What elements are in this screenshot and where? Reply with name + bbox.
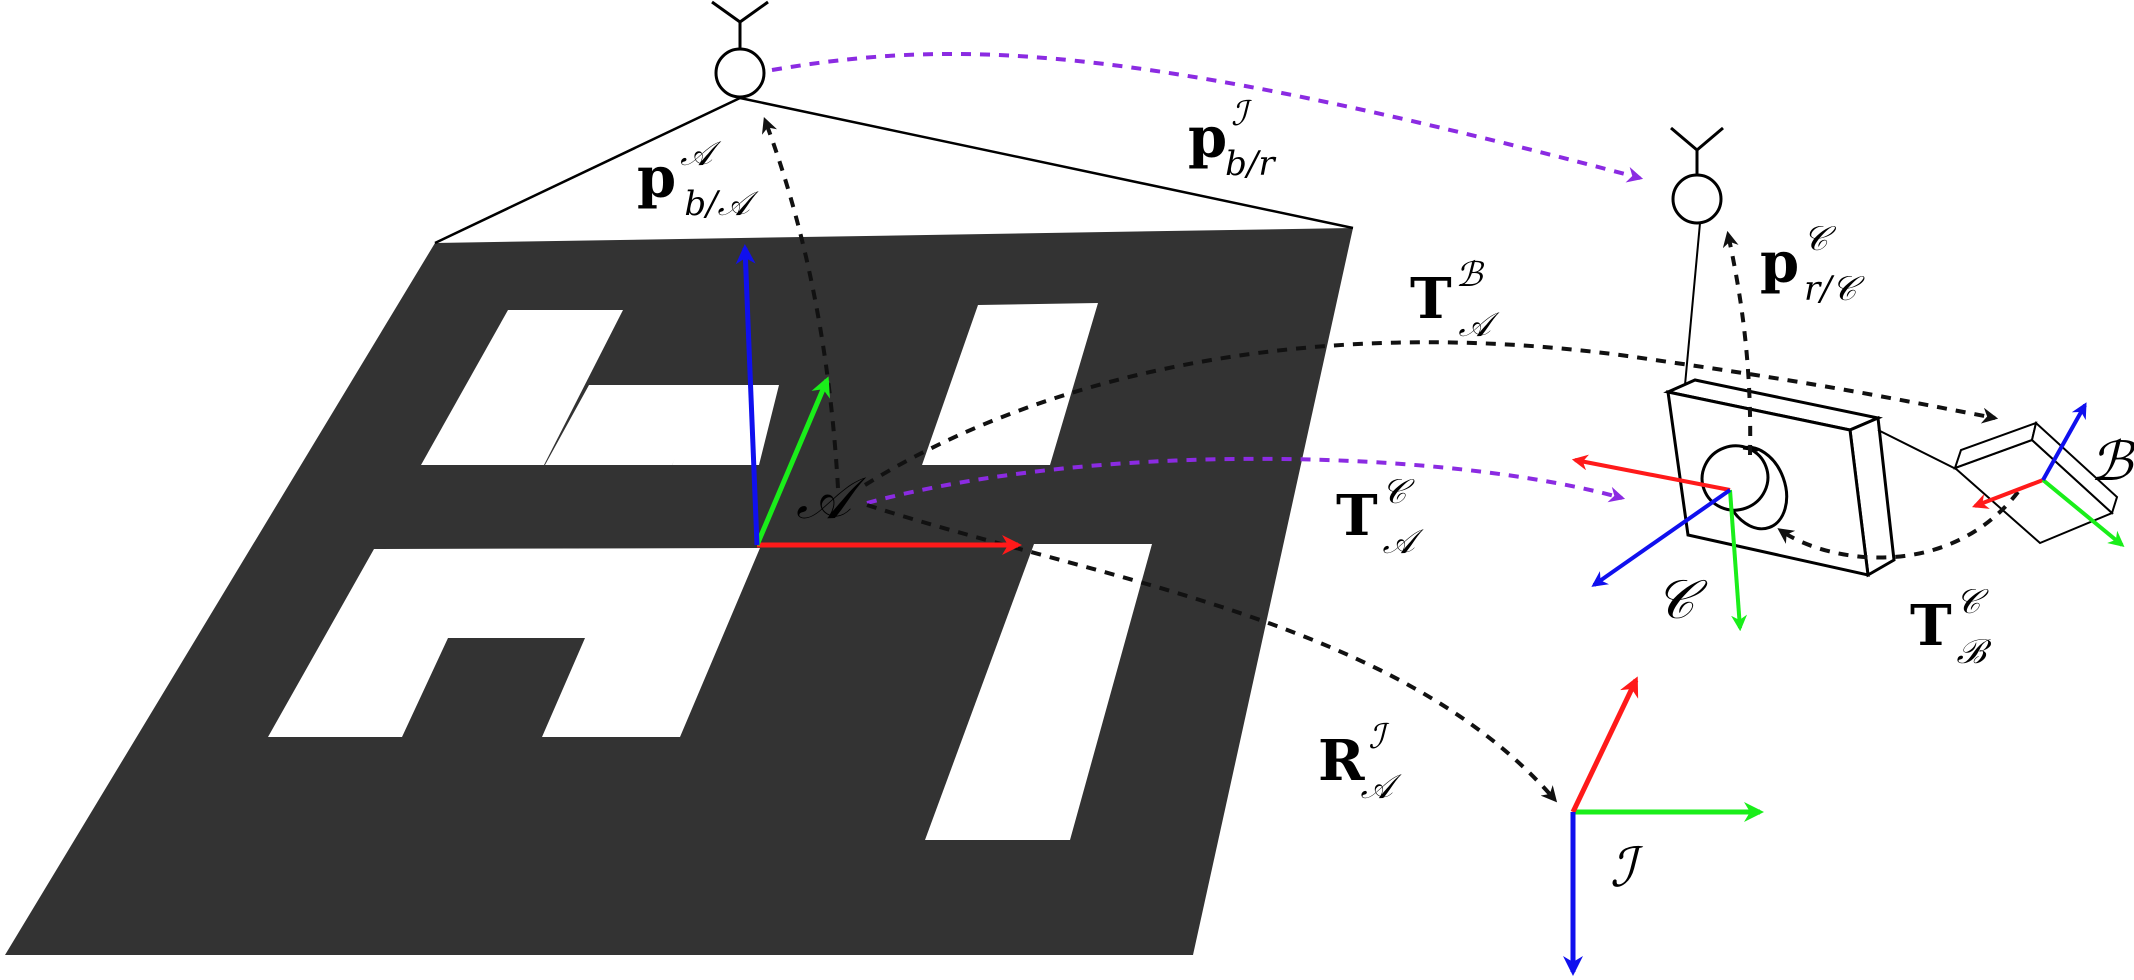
camera-icon	[1663, 378, 1896, 578]
axis-y	[1728, 489, 1748, 632]
frame-C-axes	[1571, 454, 1748, 632]
antenna-mast	[1684, 222, 1701, 386]
frame-I-axes	[1563, 676, 1764, 976]
arc-T_A_B	[863, 340, 1999, 487]
axis-x	[1571, 454, 1731, 492]
frame-C-label: 𝒞	[1655, 568, 1708, 631]
fiducial-marker	[5, 228, 1353, 955]
axis-z	[1591, 488, 1732, 587]
marker-white-cells	[268, 303, 1152, 840]
antenna-icon	[1670, 126, 1724, 225]
axis-y	[754, 376, 830, 546]
imu-icon	[1877, 421, 2119, 545]
axis-y	[1570, 676, 1639, 814]
arc-p_b_A	[761, 117, 840, 489]
frame-A-axes	[735, 244, 1022, 555]
arc-T_B_C	[1777, 490, 2020, 560]
axis-z	[735, 244, 760, 546]
mount-line-left	[434, 96, 741, 245]
axis-x	[1972, 478, 2044, 509]
axis-z	[2041, 402, 2087, 481]
axis-y	[2041, 478, 2125, 548]
mount-line-right	[739, 96, 1354, 230]
frame-B-label: ℬ	[2090, 430, 2134, 493]
antenna-icon	[711, 0, 769, 99]
arc-T_A_C	[866, 456, 1626, 505]
frame-B-axes	[1972, 402, 2125, 548]
frame-I-label: ℐ	[1610, 836, 1644, 899]
arc-p_b_r	[771, 52, 1644, 183]
arc-R_A_I	[866, 503, 1558, 803]
